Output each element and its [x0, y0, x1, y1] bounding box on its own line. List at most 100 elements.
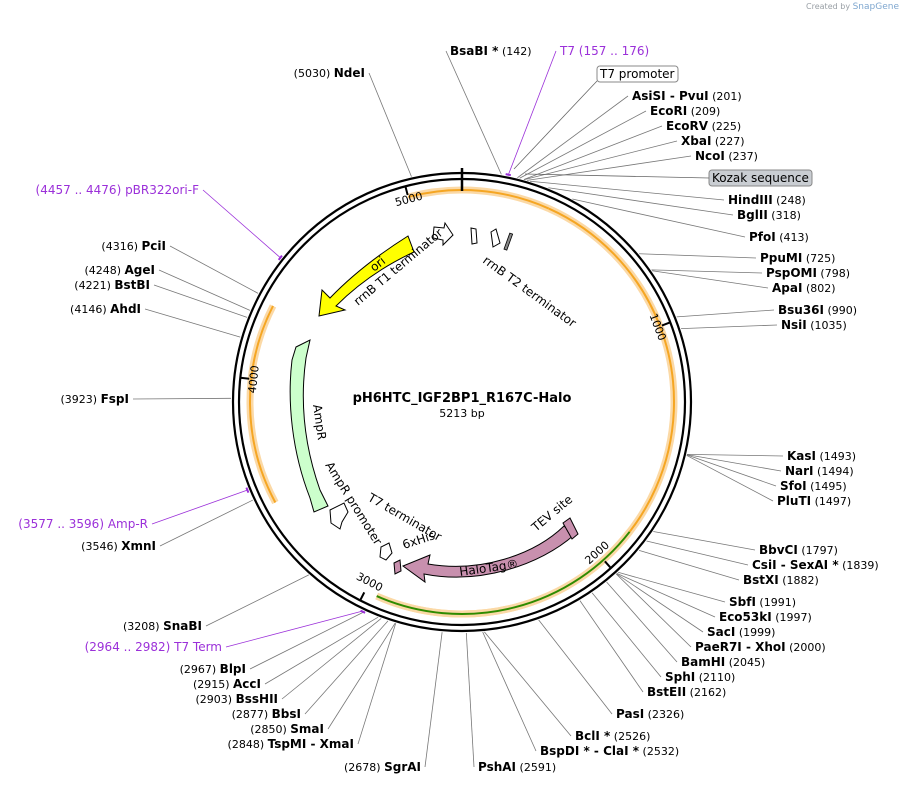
label-text: BamHI (2045) — [681, 655, 765, 669]
label-text: (3923) FspI — [61, 392, 129, 406]
enzyme-label[interactable]: NcoI (237) — [695, 149, 758, 163]
enzyme-label[interactable]: Eco53kI (1997) — [719, 610, 812, 624]
plasmid-name: pH6HTC_IGF2BP1_R167C-Halo — [353, 391, 572, 406]
enzyme-label[interactable]: PaeR7I - XhoI (2000) — [695, 640, 826, 654]
enzyme-label[interactable]: AsiSI - PvuI (201) — [632, 89, 742, 103]
orf-arc — [376, 531, 631, 615]
enzyme-label[interactable]: (3546) XmnI — [81, 539, 156, 553]
enzyme-label[interactable]: HindIII (248) — [728, 193, 806, 207]
enzyme-label[interactable]: BsaBI * (142) — [450, 44, 532, 58]
enzyme-label[interactable]: PshAI (2591) — [478, 760, 556, 774]
feature-ori[interactable]: ori — [318, 235, 415, 317]
enzyme-label[interactable]: (2877) BbsI — [232, 707, 301, 721]
enzyme-label[interactable]: (2848) TspMI - XmaI — [228, 737, 354, 751]
credit-prefix: Created by — [806, 2, 851, 11]
leader-line — [357, 623, 397, 745]
enzyme-label[interactable]: BstEII (2162) — [647, 685, 726, 699]
enzyme-label[interactable]: (2967) BlpI — [180, 662, 246, 676]
enzyme-label[interactable]: KasI (1493) — [787, 449, 856, 463]
enzyme-label[interactable]: EcoRV (225) — [666, 119, 741, 133]
enzyme-label[interactable]: (4221) BstBI — [74, 278, 150, 292]
label-text: BclI * (2526) — [575, 729, 650, 743]
feature-ampr[interactable]: AmpR — [289, 339, 329, 513]
leader-line — [686, 454, 777, 487]
enzyme-label[interactable]: EcoRI (209) — [650, 104, 720, 118]
primer-bind-mark — [360, 609, 366, 614]
enzyme-label[interactable]: BstXI (1882) — [743, 573, 819, 587]
enzyme-label[interactable]: NsiI (1035) — [781, 318, 847, 332]
enzyme-label[interactable]: ApaI (802) — [772, 281, 836, 295]
primer-label[interactable]: (3577 .. 3596) Amp-R — [18, 517, 148, 531]
leader-line — [548, 187, 734, 216]
callout-kozak[interactable]: Kozak sequence — [524, 169, 813, 187]
label-text: Eco53kI (1997) — [719, 610, 812, 624]
snapgene-logo: SnapGene — [852, 2, 899, 12]
enzyme-label[interactable]: BamHI (2045) — [681, 655, 765, 669]
enzyme-label[interactable]: (2678) SgrAI — [344, 760, 421, 774]
enzyme-label[interactable]: BclI * (2526) — [575, 729, 650, 743]
enzyme-label[interactable]: PluTI (1497) — [777, 494, 851, 508]
label-text: NcoI (237) — [695, 149, 758, 163]
label-text: (5030) NdeI — [294, 66, 365, 80]
enzyme-label[interactable]: CsiI - SexAI * (1839) — [752, 558, 879, 572]
label-text: NsiI (1035) — [781, 318, 847, 332]
leader-line — [424, 632, 443, 768]
enzyme-label[interactable]: BbvCI (1797) — [759, 543, 838, 557]
orf-arc — [249, 305, 277, 503]
leader-line — [169, 245, 259, 294]
enzyme-label[interactable]: (4146) AhdI — [70, 302, 141, 316]
enzyme-label[interactable]: PfoI (413) — [749, 230, 809, 244]
enzyme-label[interactable]: BglII (318) — [737, 208, 801, 222]
tick-mark — [404, 186, 409, 196]
enzyme-label[interactable]: PpuMI (725) — [760, 251, 835, 265]
primer-label[interactable]: (2964 .. 2982) T7 Term — [85, 640, 222, 654]
leader-line — [638, 549, 740, 581]
label-text: PaeR7I - XhoI (2000) — [695, 640, 826, 654]
tick-mark — [240, 376, 250, 380]
enzyme-label[interactable]: SphI (2110) — [665, 670, 735, 684]
enzyme-label[interactable]: (5030) NdeI — [294, 66, 365, 80]
leader-line — [538, 619, 613, 715]
enzyme-label[interactable]: (2850) SmaI — [250, 722, 324, 736]
enzyme-label[interactable]: (4248) AgeI — [84, 263, 155, 277]
leader-line — [616, 573, 704, 633]
feature-tev-site[interactable]: TEV site — [528, 492, 579, 540]
enzyme-label[interactable]: SacI (1999) — [707, 625, 775, 639]
enzyme-label[interactable]: NarI (1494) — [785, 464, 854, 478]
primer-label[interactable]: (4457 .. 4476) pBR322ori-F — [36, 183, 200, 197]
enzyme-label[interactable]: SfoI (1495) — [780, 479, 847, 493]
label-text: BbvCI (1797) — [759, 543, 838, 557]
enzyme-label[interactable]: (2903) BssHII — [196, 692, 278, 706]
label-text: ApaI (802) — [772, 281, 836, 295]
enzyme-label[interactable]: Bsu36I (990) — [778, 303, 857, 317]
enzyme-label[interactable]: (3923) FspI — [61, 392, 129, 406]
feature-rrnb-t2[interactable]: rrnB T2 terminator — [470, 227, 579, 330]
leader-line — [529, 180, 725, 201]
label-text: (3577 .. 3596) Amp-R — [18, 517, 148, 531]
enzyme-label[interactable]: (4316) PciI — [101, 239, 166, 253]
enzyme-label[interactable]: (2915) AccI — [193, 677, 261, 691]
label-text: EcoRV (225) — [666, 119, 741, 133]
label-text: PasI (2326) — [616, 707, 684, 721]
enzyme-label[interactable]: (3208) SnaBI — [123, 619, 202, 633]
enzyme-label[interactable]: PasI (2326) — [616, 707, 684, 721]
enzyme-label[interactable]: SbfI (1991) — [729, 595, 796, 609]
tick-mark — [604, 560, 612, 569]
label-text: SfoI (1495) — [780, 479, 847, 493]
callout-t7-promoter[interactable]: T7 promoter — [513, 65, 679, 170]
enzyme-label[interactable]: BspDI * - ClaI * (2532) — [540, 744, 679, 758]
label-text: (3546) XmnI — [81, 539, 156, 553]
label-text: NarI (1494) — [785, 464, 854, 478]
primer-bind-mark — [505, 173, 512, 177]
label-text: (2850) SmaI — [250, 722, 324, 736]
label-text: SphI (2110) — [665, 670, 735, 684]
leader-line — [527, 155, 692, 181]
primer-label[interactable]: T7 (157 .. 176) — [559, 44, 649, 58]
enzyme-label[interactable]: XbaI (227) — [681, 134, 744, 148]
enzyme-label[interactable]: PspOMI (798) — [766, 266, 850, 280]
label-text: (4221) BstBI — [74, 278, 150, 292]
leader-line — [686, 455, 774, 502]
label-text: (4248) AgeI — [84, 263, 155, 277]
rrnb-t2-label: rrnB T2 terminator — [480, 253, 579, 330]
t7-promoter-leader — [513, 80, 598, 170]
